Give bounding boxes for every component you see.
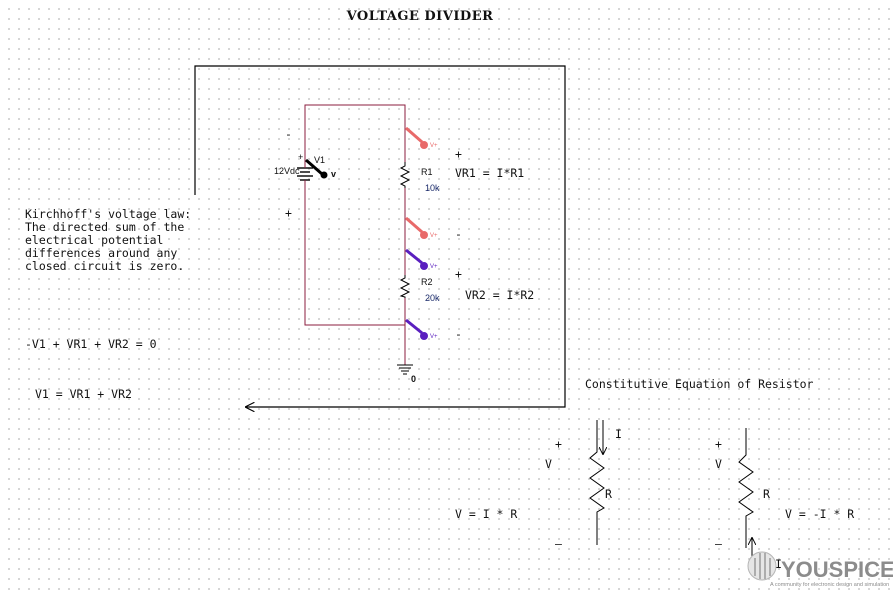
probe-r1-bottom-label: V+ (430, 233, 438, 239)
v1-equation: V1 = VR1 + VR2 (35, 387, 132, 401)
constitutive-title: Constitutive Equation of Resistor (585, 377, 814, 391)
left-equation: V = I * R (455, 507, 517, 521)
resistor-r1[interactable] (399, 162, 411, 188)
resistor-left-diagram (589, 420, 604, 545)
right-plus-sign: + (715, 437, 722, 451)
probe-r2-top-label: V+ (430, 264, 438, 270)
right-v-label: V (715, 457, 722, 471)
right-r-label: R (763, 487, 770, 501)
v1-value: 12Vdc (274, 166, 300, 176)
kvl-loop-arrow (194, 65, 566, 407)
r1-minus-sign: - (455, 227, 462, 241)
right-minus-sign: – (715, 537, 722, 551)
kvl-line-3: electrical potential (25, 233, 163, 247)
kvl-line-4: differences around any (25, 246, 177, 260)
youspice-logo: YOUSPICE A community for electronic desi… (747, 551, 893, 588)
logo-tagline: A community for electronic design and si… (770, 582, 889, 588)
r1-name: R1 (421, 167, 433, 177)
right-i-label: I (775, 557, 782, 571)
circuit-wires (304, 104, 406, 365)
left-i-label: I (615, 427, 622, 441)
battery-small-plus: + (298, 152, 303, 162)
r2-minus-sign: - (455, 327, 462, 341)
page-title: VOLTAGE DIVIDER (346, 9, 494, 24)
v1-voltage-marker[interactable] (305, 158, 328, 179)
probe-r2-bottom[interactable]: V+ (405, 318, 438, 340)
probe-r1-top[interactable]: V+ (405, 126, 438, 149)
ground-symbol (397, 364, 413, 375)
resistor-r2[interactable] (399, 275, 411, 298)
r2-plus-sign: + (455, 267, 462, 281)
r1-plus-sign: + (455, 147, 462, 161)
right-equation: V = -I * R (785, 507, 854, 521)
left-minus-sign: – (555, 537, 562, 551)
logo-name: YOUSPICE (781, 557, 893, 582)
left-r-label: R (605, 487, 612, 501)
r2-equation: VR2 = I*R2 (465, 288, 534, 302)
battery-v1[interactable] (297, 163, 313, 185)
kvl-line-2: The directed sum of the (25, 220, 184, 234)
ground-label: 0 (411, 374, 416, 384)
probe-r2-top[interactable]: V+ (405, 248, 438, 270)
v1-name: V1 (314, 155, 325, 165)
v1-plus-sign: + (285, 206, 292, 220)
left-plus-sign: + (555, 437, 562, 451)
probe-r2-bottom-label: V+ (430, 334, 438, 340)
probe-r1-bottom[interactable]: V+ (405, 216, 438, 239)
v1-probe-label: v (331, 169, 336, 179)
left-v-label: V (545, 457, 552, 471)
resistor-right-diagram (738, 428, 753, 570)
kvl-description: Kirchhoff's voltage law: The directed su… (25, 207, 191, 273)
r1-value: 10k (425, 183, 440, 193)
r1-equation: VR1 = I*R1 (455, 166, 524, 180)
probe-r1-top-label: V+ (430, 143, 438, 149)
v1-minus-sign: - (285, 127, 292, 141)
r2-value: 20k (425, 293, 440, 303)
kvl-line-5: closed circuit is zero. (25, 259, 184, 273)
kvl-line-1: Kirchhoff's voltage law: (25, 207, 191, 221)
kvl-equation: -V1 + VR1 + VR2 = 0 (25, 337, 157, 351)
r2-name: R2 (421, 277, 433, 287)
